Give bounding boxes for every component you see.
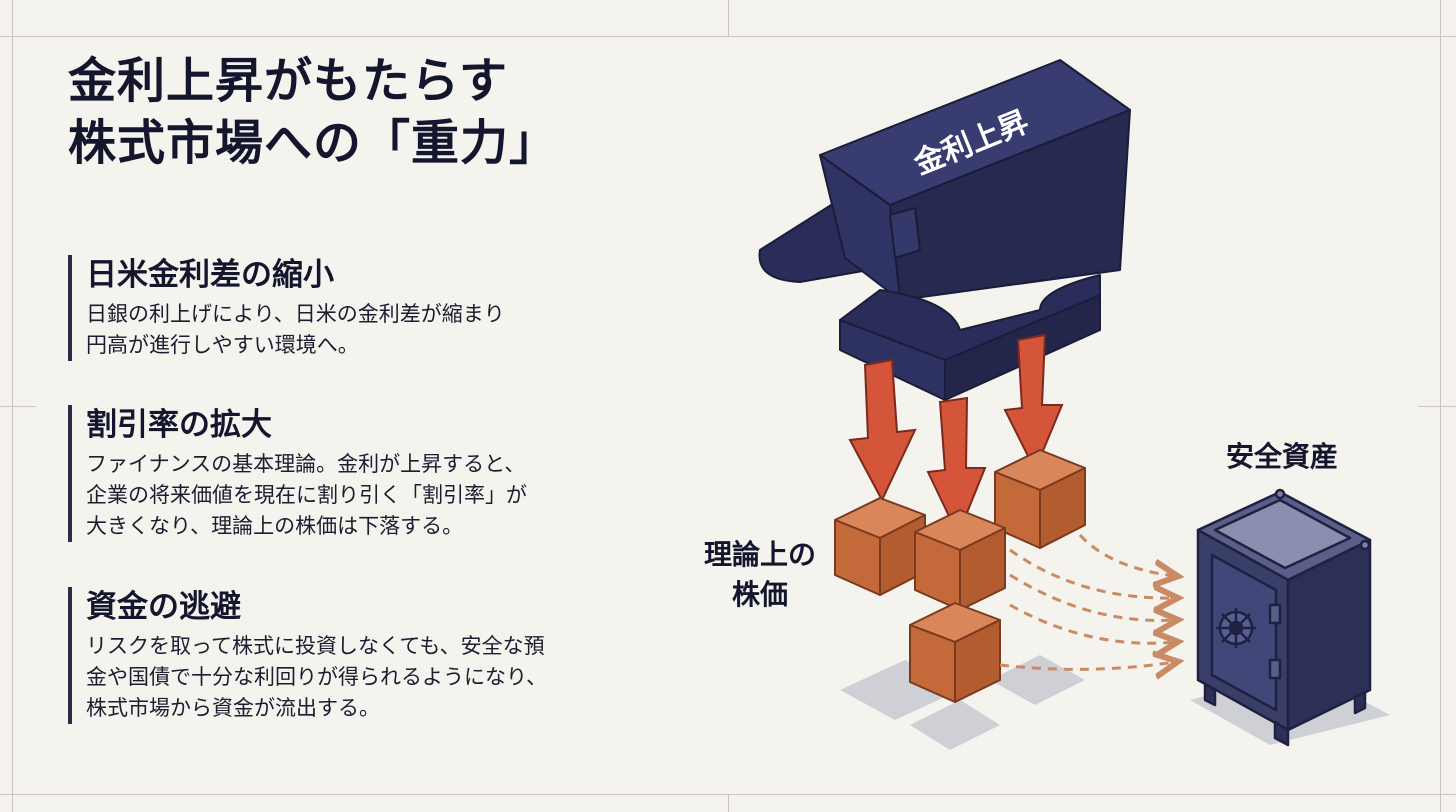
title-line-1: 金利上昇がもたらす xyxy=(68,53,509,109)
down-arrows xyxy=(848,333,1064,538)
frame-tick-right xyxy=(1418,406,1456,407)
frame-tick-left xyxy=(0,406,36,407)
stock-cube-icon xyxy=(834,497,926,596)
section-heading: 資金の逃避 xyxy=(86,589,241,625)
section-body: 日銀の利上げにより、日米の金利差が縮まり 円高が進行しやすい環境へ。 xyxy=(86,299,706,361)
stock-cube-icon xyxy=(994,449,1086,549)
section-body: リスクを取って株式に投資しなくても、安全な預 金や国債で十分な利回りが得られるよ… xyxy=(86,631,706,724)
section-body-line: 企業の将来価値を現在に割り引く「割引率」が xyxy=(86,483,527,507)
section-body-line: 大きくなり、理論上の株価は下落する。 xyxy=(86,514,464,538)
down-arrow-icon xyxy=(1003,333,1064,473)
stock-cube-icon xyxy=(909,602,1001,703)
stock-label-line2: 株価 xyxy=(732,578,788,611)
dashed-flow-arrow-icon xyxy=(1009,573,1175,620)
section-body: ファイナンスの基本理論。金利が上昇すると、 企業の将来価値を現在に割り引く「割引… xyxy=(86,449,706,542)
section-body-line: 円高が進行しやすい環境へ。 xyxy=(86,333,359,357)
dashed-flow-arrow-icon xyxy=(1009,548,1175,598)
frame-line-center-bottom xyxy=(728,794,729,812)
section-body-line: リスクを取って株式に投資しなくても、安全な預 xyxy=(86,634,545,658)
page-title: 金利上昇がもたらす 株式市場への「重力」 xyxy=(68,50,708,174)
title-line-2: 株式市場への「重力」 xyxy=(68,115,559,171)
section-body-line: 株式市場から資金が流出する。 xyxy=(86,696,380,720)
down-arrow-icon xyxy=(848,358,917,503)
dashed-flow-arrow-icon xyxy=(1078,533,1175,576)
safe-asset-label: 安全資産 xyxy=(1226,440,1338,473)
section-discount-rate: 割引率の拡大 ファイナンスの基本理論。金利が上昇すると、 企業の将来価値を現在に… xyxy=(68,405,706,542)
stock-cubes xyxy=(834,449,1086,703)
stock-label-line1: 理論上の xyxy=(704,538,816,571)
section-rate-gap: 日米金利差の縮小 日銀の利上げにより、日米の金利差が縮まり 円高が進行しやすい環… xyxy=(68,255,706,361)
frame-line-top xyxy=(0,36,1456,37)
section-capital-flight: 資金の逃避 リスクを取って株式に投資しなくても、安全な預 金や国債で十分な利回り… xyxy=(68,587,706,724)
flow-arrows xyxy=(999,533,1175,669)
safe-icon xyxy=(1196,488,1372,747)
section-heading: 日米金利差の縮小 xyxy=(86,257,334,293)
section-heading: 割引率の拡大 xyxy=(86,407,272,443)
frame-line-center xyxy=(728,0,729,36)
down-arrow-icon xyxy=(926,396,987,538)
stock-cube-icon xyxy=(914,509,1006,611)
section-body-line: 金や国債で十分な利回りが得られるようになり、 xyxy=(86,665,548,689)
dashed-flow-arrow-icon xyxy=(999,662,1175,669)
section-body-line: 日銀の利上げにより、日米の金利差が縮まり xyxy=(86,302,505,326)
anvil-icon xyxy=(758,59,1131,401)
section-body-line: ファイナンスの基本理論。金利が上昇すると、 xyxy=(86,452,526,476)
dashed-flow-arrow-icon xyxy=(1009,603,1175,643)
